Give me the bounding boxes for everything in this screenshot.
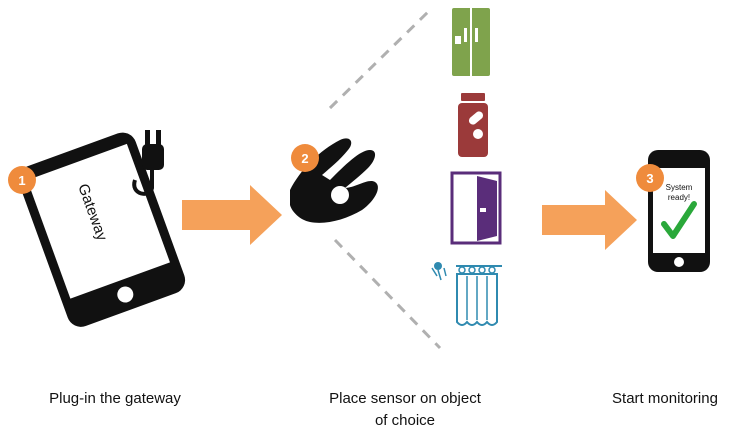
shower-drop-1 <box>431 267 438 277</box>
fan-line-upper <box>328 6 434 110</box>
tablet-home-button <box>117 286 134 303</box>
hand-ok-gap <box>331 186 349 204</box>
step-2-caption-line-2: of choice <box>374 412 436 429</box>
arrow-step-1-to-2 <box>182 185 282 245</box>
curtain-ring-3 <box>478 266 486 274</box>
pill-bottle-icon <box>458 93 488 157</box>
phone-status-line-1: System <box>666 183 693 192</box>
step-1-number: 1 <box>18 173 25 188</box>
phone-status-line-2: ready! <box>668 193 690 202</box>
plug-prong-right <box>156 130 161 146</box>
step-3-number: 3 <box>646 171 653 186</box>
power-plug-icon <box>132 130 164 196</box>
pill-capsule <box>468 111 484 125</box>
step-2-circle <box>291 144 319 172</box>
step-3-circle <box>636 164 664 192</box>
check-icon <box>661 201 697 239</box>
step-2-number: 2 <box>301 151 308 166</box>
step-1-circle <box>8 166 36 194</box>
plug-body <box>142 144 164 170</box>
fan-lines <box>328 6 442 350</box>
plug-cord <box>132 170 154 196</box>
fridge-sensor <box>455 36 461 44</box>
plug-prong-left <box>145 130 150 146</box>
shower-drop-3 <box>443 267 447 277</box>
door-icon <box>450 171 502 245</box>
step-2-badge: 2 <box>291 144 319 172</box>
curtain-ring-1 <box>458 266 466 274</box>
shower-curtain-icon <box>431 262 502 326</box>
step-1-badge: 1 <box>8 166 36 194</box>
curtain-ring-2 <box>468 266 476 274</box>
step-2-caption: Place sensor on object of choice <box>300 388 510 432</box>
pill-round <box>473 129 483 139</box>
fridge-handle-right <box>475 28 478 42</box>
door-panel <box>477 176 497 241</box>
curtain-body <box>456 273 498 326</box>
hand-icon <box>290 138 378 223</box>
curtain-ring-4 <box>488 266 496 274</box>
bottle-body <box>458 103 488 157</box>
door-sensor <box>480 208 486 212</box>
hand-shape <box>290 138 378 223</box>
door-frame <box>450 171 502 245</box>
phone-home-button <box>674 257 684 267</box>
step-1-caption: Plug-in the gateway <box>49 390 181 407</box>
step-3-badge: 3 <box>636 164 664 192</box>
refrigerator-icon <box>452 8 490 76</box>
shower-head <box>434 262 442 270</box>
bottle-cap <box>461 93 485 101</box>
fridge-handle-left <box>464 28 467 42</box>
shower-drop-2 <box>437 269 442 281</box>
step-2-caption-line-1: Place sensor on object <box>329 390 481 407</box>
step-3-caption: Start monitoring <box>612 390 718 407</box>
fan-line-lower <box>333 238 442 350</box>
arrow-step-2-to-3 <box>542 190 637 250</box>
